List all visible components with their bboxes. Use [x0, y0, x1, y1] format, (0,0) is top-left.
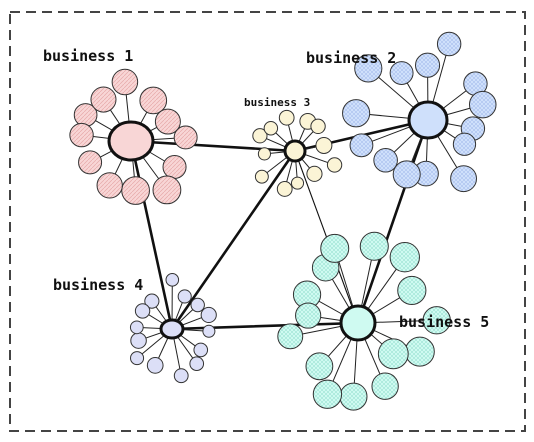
satellite-node-b4-3 — [190, 297, 205, 313]
satellite-node-b3-4 — [310, 118, 326, 135]
cluster-label-b2: business 2 — [306, 49, 396, 67]
satellite-node-b1-5 — [173, 125, 198, 150]
satellite-node-b2-7 — [450, 165, 478, 193]
satellite-node-b4-0 — [144, 293, 160, 309]
satellite-node-b3-11 — [257, 147, 272, 161]
satellite-node-b5-3 — [359, 231, 389, 261]
satellite-node-b3-0 — [252, 128, 268, 144]
satellite-node-b3-6 — [326, 157, 343, 173]
satellite-node-b5-4 — [389, 242, 420, 273]
satellite-node-b5-10 — [339, 382, 368, 411]
link-b1-b4 — [129, 139, 174, 331]
cluster-b4 — [129, 273, 217, 384]
cluster-label-b1: business 1 — [43, 47, 133, 65]
satellite-node-b5-9 — [371, 372, 399, 400]
satellite-node-b5-6 — [422, 306, 451, 335]
satellite-node-b4-11 — [130, 332, 147, 349]
satellite-node-b1-2 — [111, 68, 139, 96]
satellite-node-b1-7 — [152, 175, 182, 205]
satellite-node-b1-6 — [162, 154, 187, 180]
hub-node-b3 — [283, 139, 307, 163]
hub-node-b4 — [159, 318, 185, 340]
hub-node-b2 — [407, 100, 449, 140]
satellite-node-b4-12 — [129, 320, 144, 335]
cluster-b1 — [69, 68, 198, 205]
satellite-node-b5-5 — [397, 275, 427, 306]
satellite-node-b3-9 — [276, 181, 293, 197]
link-b5-b2 — [356, 118, 430, 325]
satellite-node-b4-6 — [193, 342, 209, 358]
satellite-node-b1-4 — [154, 108, 181, 135]
satellite-node-b5-14 — [295, 302, 322, 329]
satellite-node-b3-10 — [254, 169, 269, 184]
satellite-node-b1-8 — [121, 176, 150, 205]
satellite-node-b2-10 — [373, 147, 398, 173]
satellite-node-b1-9 — [96, 172, 123, 199]
satellite-node-b4-5 — [202, 324, 216, 338]
cluster-label-b3: business 3 — [244, 96, 310, 109]
satellite-node-b5-2 — [320, 233, 350, 263]
cluster-label-b4: business 4 — [53, 276, 143, 294]
satellite-node-b5-7 — [404, 336, 435, 367]
satellite-node-b1-3 — [139, 86, 168, 115]
satellite-node-b4-7 — [189, 356, 205, 372]
satellite-node-b4-2 — [177, 289, 192, 304]
satellite-node-b1-1 — [90, 86, 117, 113]
cluster-b5 — [277, 231, 451, 411]
satellite-node-b2-4 — [468, 90, 497, 119]
satellite-node-b2-2 — [436, 31, 462, 57]
satellite-node-b3-2 — [278, 109, 295, 126]
satellite-node-b1-11 — [69, 122, 94, 148]
link-b4-b5 — [170, 321, 360, 331]
satellite-node-b4-10 — [130, 351, 145, 366]
satellite-node-b4-8 — [173, 368, 189, 384]
satellite-node-b5-8 — [377, 338, 409, 370]
satellite-node-b3-7 — [306, 165, 323, 182]
satellite-node-b4-9 — [146, 357, 164, 374]
satellite-node-b2-0 — [389, 61, 414, 85]
dashed-border-frame — [9, 11, 526, 432]
satellite-node-b2-11 — [349, 133, 374, 158]
satellite-node-b2-1 — [415, 52, 441, 78]
clusters-layer — [69, 31, 497, 411]
satellite-node-b4-13 — [134, 303, 151, 319]
labels-layer: business 1 business 2 business 3 busines… — [43, 47, 489, 331]
satellite-node-b2-9 — [392, 160, 421, 189]
cluster-b2 — [342, 31, 497, 193]
hub-node-b5 — [339, 304, 377, 342]
satellite-node-b4-4 — [200, 306, 217, 324]
satellite-node-b2-12 — [342, 99, 371, 128]
satellite-node-b5-12 — [305, 352, 334, 381]
cluster-b3 — [252, 109, 343, 197]
satellite-node-b3-5 — [315, 136, 333, 154]
satellite-node-b5-11 — [312, 379, 343, 409]
satellite-node-b3-8 — [290, 176, 305, 190]
satellite-node-b5-13 — [277, 323, 304, 350]
cluster-label-b5: business 5 — [399, 313, 489, 331]
satellite-node-b4-1 — [165, 273, 180, 287]
hub-node-b1 — [107, 120, 155, 162]
link-b1-b3 — [129, 139, 297, 153]
satellite-node-b3-1 — [263, 121, 279, 136]
link-b4-b3 — [170, 149, 297, 331]
satellite-node-b2-13 — [354, 54, 383, 83]
satellite-node-b1-10 — [78, 150, 103, 175]
satellite-node-b2-6 — [452, 132, 477, 156]
